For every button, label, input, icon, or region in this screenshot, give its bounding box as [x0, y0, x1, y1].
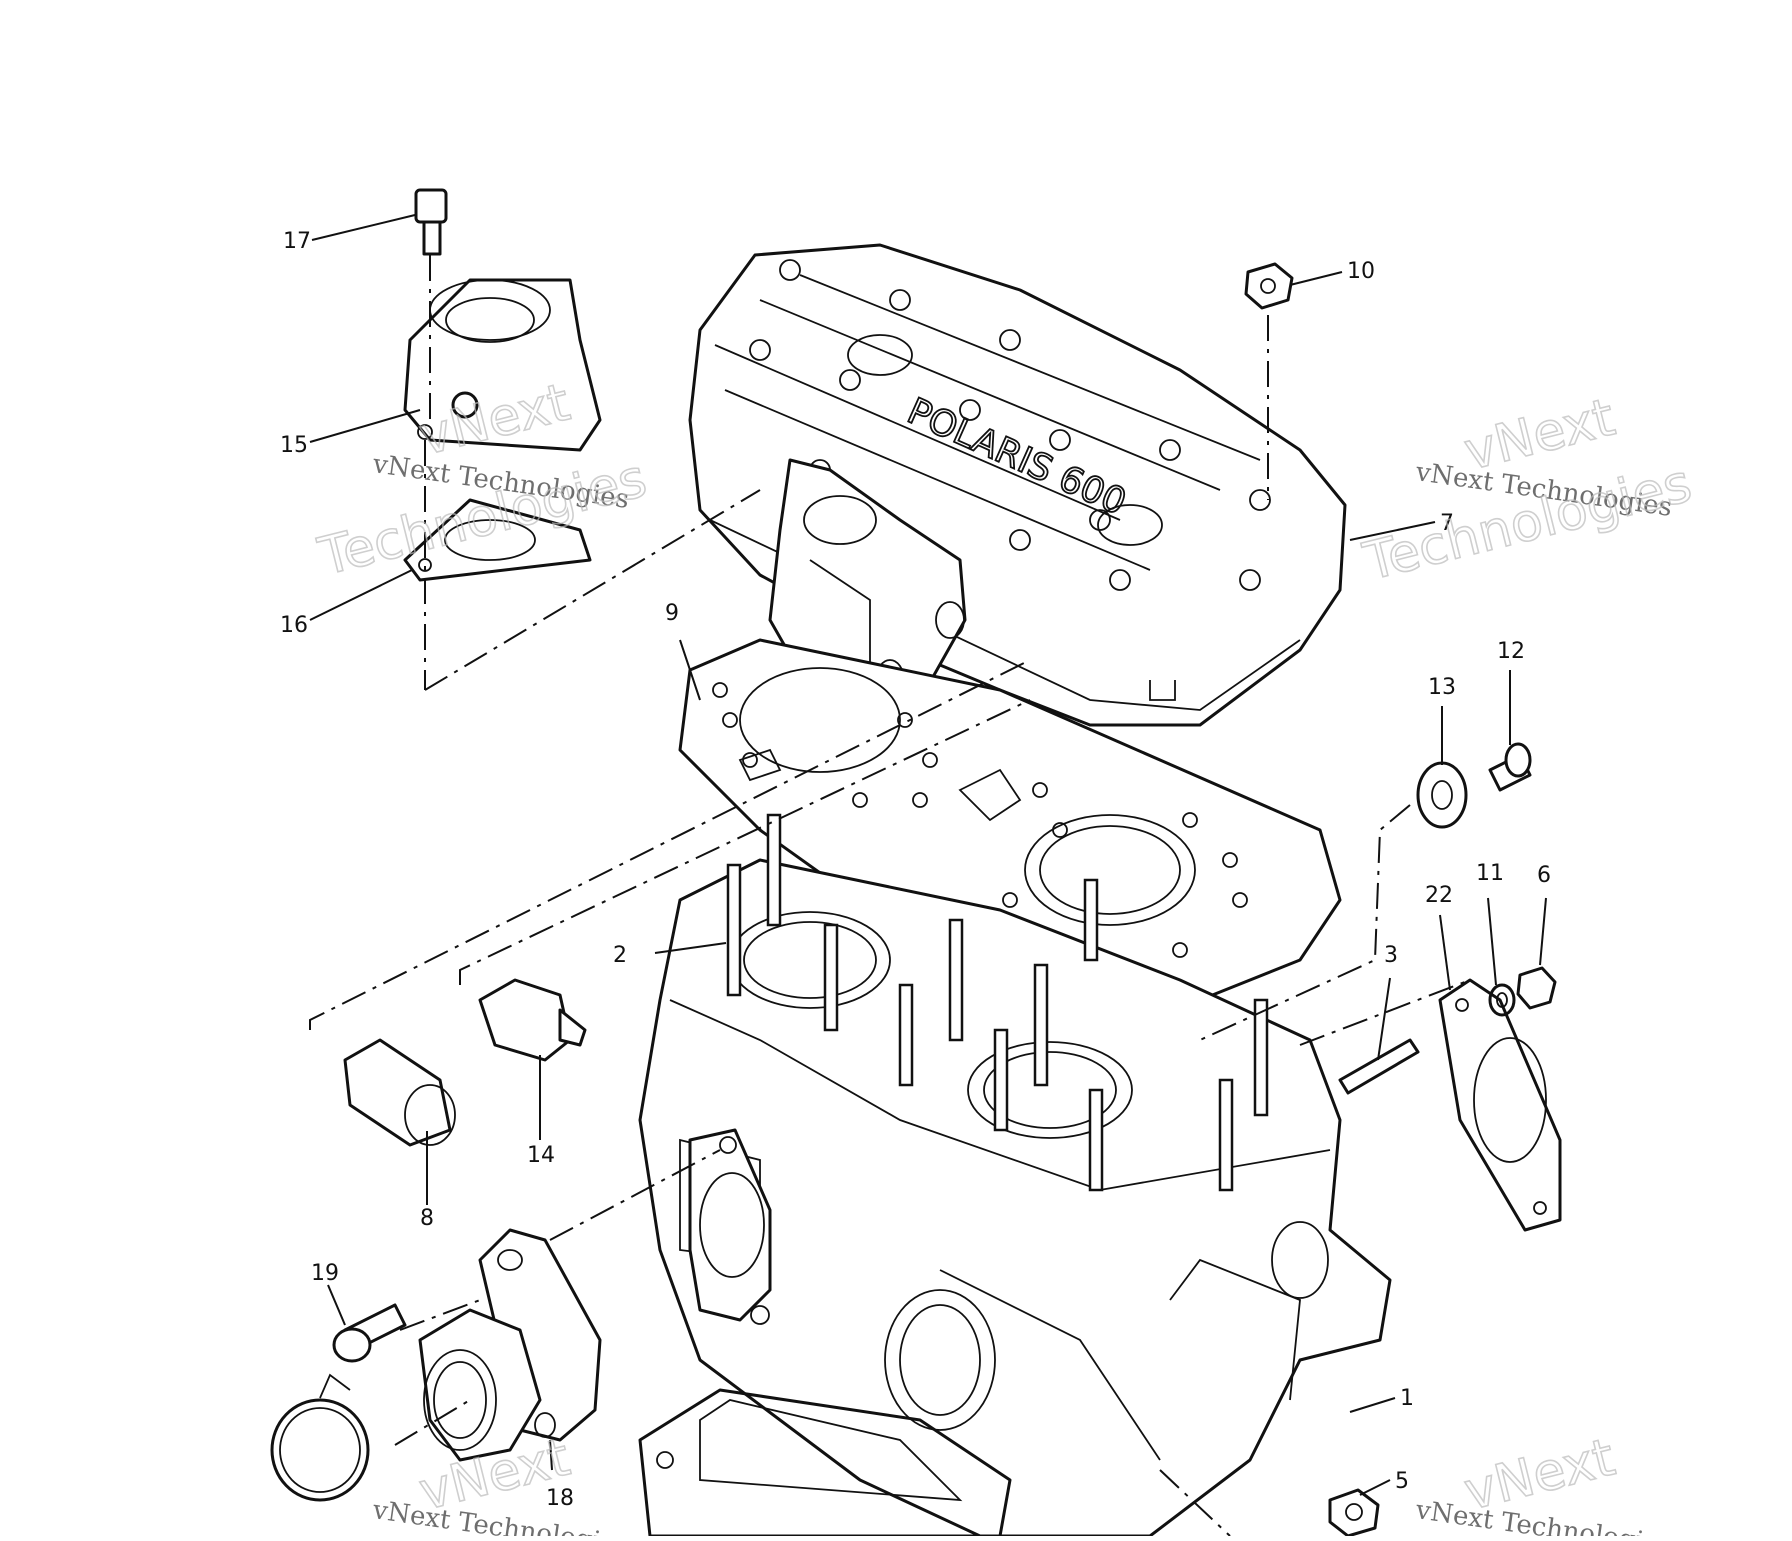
callout-11: 11 [1476, 861, 1504, 886]
part-callouts: 1 2 3 5 6 7 8 9 10 11 12 13 14 15 16 17 … [280, 229, 1551, 1511]
callout-13: 13 [1428, 675, 1456, 700]
hose-clamp [270, 1373, 370, 1502]
callout-6: 6 [1537, 863, 1551, 888]
nut-6 [1516, 966, 1557, 1010]
callout-7: 7 [1440, 511, 1454, 536]
callout-19: 19 [311, 1261, 339, 1286]
stud-3 [1338, 1038, 1420, 1095]
watermark-word-upper-right-1: vNext [1459, 388, 1621, 483]
exhaust-gasket [1438, 978, 1562, 1232]
bolt-19 [332, 1303, 407, 1363]
callout-15: 15 [280, 433, 308, 458]
washer-13 [1416, 761, 1468, 829]
intake-flange [418, 1228, 602, 1462]
callout-16: 16 [280, 613, 308, 638]
temp-sensor [478, 978, 587, 1062]
callout-1: 1 [1400, 1386, 1414, 1411]
exhaust-port-left [688, 1128, 772, 1322]
plug [343, 1038, 456, 1147]
leader-lines [309, 214, 1547, 1496]
watermark-word-lower-right-1: vNext [1459, 1428, 1621, 1523]
callout-12: 12 [1497, 639, 1525, 664]
callout-9: 9 [665, 601, 679, 626]
head-gasket [678, 638, 1342, 1002]
callout-18: 18 [546, 1486, 574, 1511]
cover-bolt-holes [749, 259, 1271, 591]
nut-10 [1244, 262, 1294, 310]
bolt-17 [414, 188, 448, 256]
bolt-12 [1488, 742, 1532, 792]
callout-3: 3 [1384, 943, 1398, 968]
callout-2: 2 [613, 943, 627, 968]
callout-17: 17 [283, 229, 311, 254]
assembly-lines [309, 255, 1471, 1537]
nut-5 [1328, 1488, 1380, 1538]
callout-22: 22 [1425, 883, 1453, 908]
thermostat-gasket [403, 498, 592, 582]
cylinder-studs [726, 813, 1269, 1192]
callout-14: 14 [527, 1143, 555, 1168]
washer-11 [1488, 983, 1516, 1017]
callout-10: 10 [1347, 259, 1375, 284]
callout-5: 5 [1395, 1469, 1409, 1494]
callout-8: 8 [420, 1206, 434, 1231]
